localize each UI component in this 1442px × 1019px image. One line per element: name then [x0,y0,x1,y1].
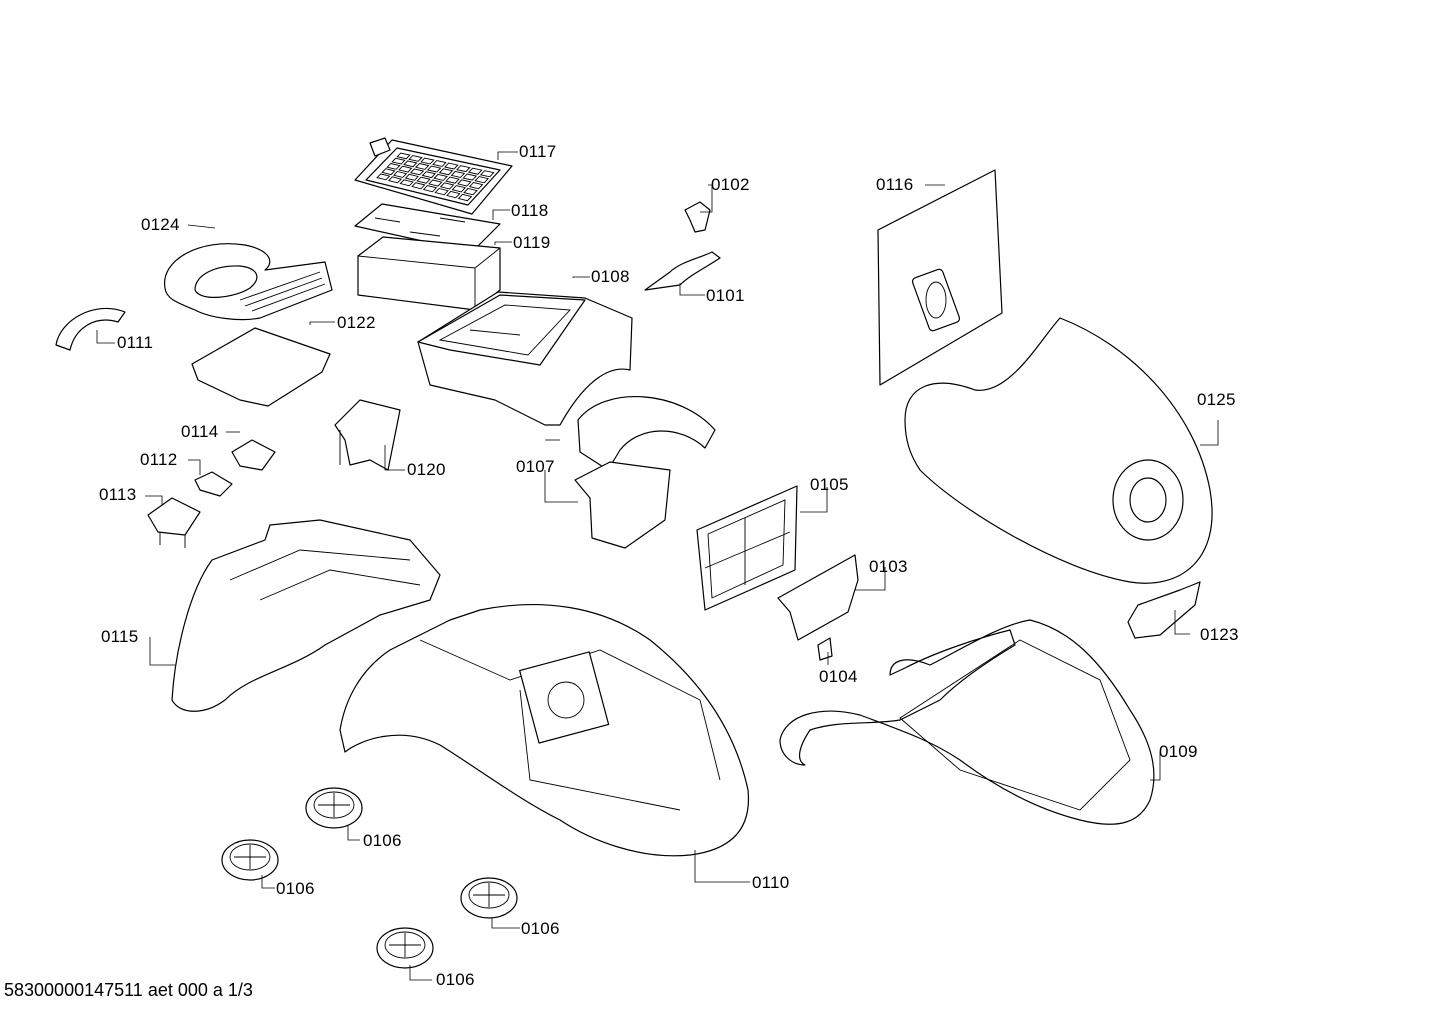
filter-grid-cell [415,163,430,170]
filter-grid-cell [396,152,411,160]
filter-grid-cell [404,173,419,181]
callout-0102: 0102 [711,175,750,194]
callout-0118: 0118 [511,201,549,220]
part-0103-bracket [777,554,859,641]
filter-grid-cell [398,165,413,173]
part-0106-wheel-1 [305,787,363,829]
part-0122-gasket [191,327,331,407]
callout-0106-d: 0106 [436,970,475,989]
callout-0122: 0122 [337,313,376,332]
filter-grid-cell [376,173,391,181]
filter-grid-cell [438,168,454,176]
filter-grid-cell [420,157,435,165]
filter-grid-cell [422,185,438,193]
callout-0108: 0108 [591,267,630,286]
filter-grid-cell [411,182,426,190]
filter-grid-cell [403,160,418,168]
callout-0104: 0104 [819,667,858,686]
callout-0114: 0114 [181,422,219,441]
filter-grid-cell [462,173,478,181]
part-0105-frame [696,485,798,611]
filter-grid-cell [450,170,466,178]
part-0120-bracket [334,399,401,471]
filter-grid-cell [408,155,423,162]
part-0125-top-lid [904,317,1213,584]
callout-0116: 0116 [876,175,914,194]
filter-grid-cell [467,167,483,175]
filter-grid-cell [381,168,396,176]
callout-0113: 0113 [99,485,137,504]
callout-0120: 0120 [407,460,446,479]
filter-grid-cell [446,190,461,199]
part-0108-housing [417,291,633,426]
callout-0107: 0107 [516,457,555,476]
callout-0101: 0101 [706,286,745,305]
filter-grid-cell [409,168,425,176]
filter-grid-cell [468,182,484,190]
filter-grid-cell [434,188,449,196]
part-0106-wheel-3 [460,877,518,919]
filter-grid-cell [421,171,437,179]
filter-grid-cell [399,179,414,187]
part-0104-clip [817,637,833,661]
callout-0117: 0117 [519,142,557,161]
filter-grid-cell [391,157,406,165]
callout-0124: 0124 [141,215,180,234]
filter-grid-cell [433,173,448,181]
callout-0106-a: 0106 [363,831,402,850]
part-0106-wheel-2 [221,839,279,881]
part-0111-handle [55,307,126,351]
filter-grid-cell [387,176,403,184]
filter-grid-cell [416,176,431,184]
filter-grid-cell [474,176,489,184]
callout-0119: 0119 [513,233,551,252]
filter-grid-cell [439,182,455,190]
part-0119-filter-block [357,236,501,311]
part-0106-wheel-4 [376,927,434,969]
callout-0105: 0105 [810,475,849,494]
filter-grid-cell [463,187,478,196]
filter-grid-cell [479,170,495,178]
filter-grid-cell [432,160,447,167]
part-0109-bottom-frame [779,619,1155,825]
callout-0106-c: 0106 [521,919,560,938]
callout-0111: 0111 [117,333,154,352]
part-0113-grille [147,497,201,548]
part-0107-shroud [574,396,716,549]
part-0116-dust-bag [877,169,1003,386]
callout-0125: 0125 [1197,390,1236,409]
filter-grid-cell [393,170,408,178]
filter-grid-cell [428,179,443,187]
filter-grid-cell [457,193,473,202]
callout-0106-b: 0106 [276,879,315,898]
callout-0115: 0115 [101,627,139,646]
part-0117-filter-frame [354,137,513,215]
filter-grid-cell [386,163,401,170]
callout-0110: 0110 [752,873,790,892]
part-0124-cover [164,243,333,321]
callout-0109: 0109 [1159,742,1198,761]
filter-grid-cell [451,185,467,193]
part-0112-small-cover [194,471,233,497]
leader-lines [96,151,1219,981]
part-0123-latch [1127,581,1201,639]
part-0101-clip [644,251,721,291]
filter-grid-cell [457,179,472,187]
document-reference: 58300000147511 aet 000 a 1/3 [4,980,253,1000]
part-0114-mini-filter [231,439,276,471]
filter-grid-cell [444,162,459,170]
filter-grid-cell [456,165,471,173]
callout-0112: 0112 [140,450,178,469]
part-0102-bracket [684,201,711,233]
part-0115-rear-housing [171,519,441,712]
callout-0103: 0103 [869,557,908,576]
filter-grid-cell [426,165,442,173]
part-0110-base [339,603,750,857]
callout-0123: 0123 [1200,625,1239,644]
filter-grid-cell [445,176,460,184]
